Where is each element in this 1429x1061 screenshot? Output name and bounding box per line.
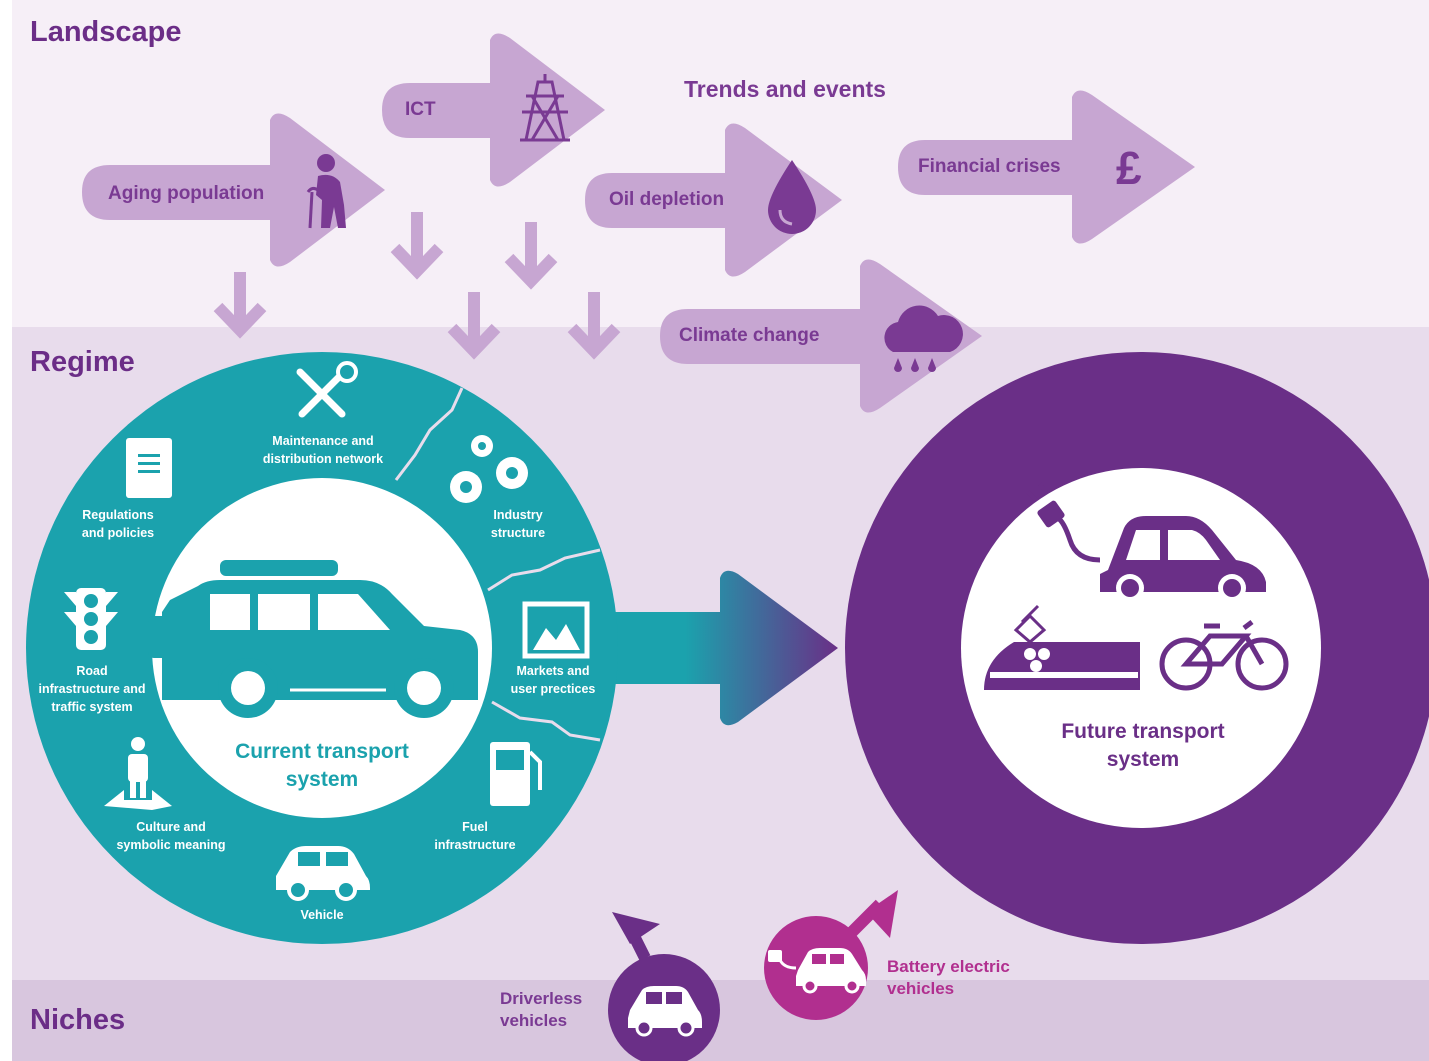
down-arrow bbox=[213, 272, 267, 339]
picture-chart-icon bbox=[522, 601, 590, 659]
fuel-pump-icon bbox=[490, 742, 542, 806]
regime-title: Regime bbox=[30, 346, 135, 378]
trends-heading: Trends and events bbox=[684, 76, 886, 102]
niche-label-battery-electric: Battery electric vehicles bbox=[887, 957, 1010, 998]
future-system-title: Future transport system bbox=[1061, 720, 1225, 771]
niches-band bbox=[12, 980, 1429, 1061]
trend-label-climate-change: Climate change bbox=[679, 325, 820, 346]
car-icon bbox=[276, 846, 370, 901]
down-arrow bbox=[447, 292, 501, 360]
trend-arrow-ict bbox=[382, 33, 605, 187]
element-label-culture: Culture and symbolic meaning bbox=[116, 820, 226, 852]
landscape-band bbox=[12, 0, 1429, 327]
trend-label-oil-depletion: Oil depletion bbox=[609, 189, 725, 210]
suv-icon bbox=[148, 560, 478, 718]
trend-arrow-financial-crises bbox=[898, 90, 1195, 244]
niche-driverless bbox=[608, 912, 720, 1061]
element-label-industry: Industry structure bbox=[490, 508, 546, 540]
element-label-maintenance: Maintenance and distribution network bbox=[262, 434, 384, 466]
pound-sign-icon: £ bbox=[1116, 142, 1142, 194]
landscape-title: Landscape bbox=[30, 16, 182, 48]
driverless-car-icon bbox=[628, 986, 702, 1037]
down-arrows bbox=[213, 212, 621, 360]
gears-icon bbox=[450, 435, 528, 503]
person-arrows-icon bbox=[104, 737, 172, 810]
niches-title: Niches bbox=[30, 1004, 126, 1036]
bicycle-icon bbox=[1159, 620, 1289, 691]
down-arrow bbox=[567, 292, 621, 360]
trend-arrow-aging-population bbox=[82, 113, 385, 267]
trend-label-financial-crises: Financial crises bbox=[918, 156, 1061, 177]
transition-arrow bbox=[560, 570, 838, 726]
battery-electric-car-icon bbox=[768, 948, 866, 994]
trend-label-ict: ICT bbox=[405, 99, 436, 120]
transmission-tower-icon bbox=[520, 74, 570, 142]
down-arrow bbox=[504, 222, 558, 290]
niche-label-driverless: Driverless vehicles bbox=[500, 989, 583, 1030]
electric-car-icon bbox=[1026, 482, 1266, 602]
traffic-light-icon bbox=[64, 588, 118, 650]
elderly-person-icon bbox=[306, 154, 346, 229]
niche-battery-electric bbox=[764, 890, 898, 1020]
oil-drop-icon bbox=[768, 160, 816, 234]
tram-icon bbox=[984, 604, 1140, 690]
tools-icon bbox=[296, 368, 348, 418]
document-icon bbox=[126, 438, 172, 498]
element-label-fuel: Fuel infrastructure bbox=[434, 820, 516, 852]
current-system-title: Current transport system bbox=[235, 740, 409, 791]
element-label-vehicle: Vehicle bbox=[300, 908, 344, 922]
trend-arrow-oil-depletion bbox=[585, 123, 842, 277]
trend-arrow-climate-change bbox=[660, 259, 982, 413]
wrench-head bbox=[336, 361, 358, 383]
element-label-markets: Markets and user prectices bbox=[510, 664, 596, 696]
element-label-regulations: Regulations and policies bbox=[81, 508, 155, 540]
rain-cloud-icon bbox=[884, 305, 963, 372]
trend-label-aging-population: Aging population bbox=[108, 183, 265, 204]
down-arrow bbox=[390, 212, 444, 280]
element-label-road: Road infrastructure and traffic system bbox=[38, 664, 146, 714]
